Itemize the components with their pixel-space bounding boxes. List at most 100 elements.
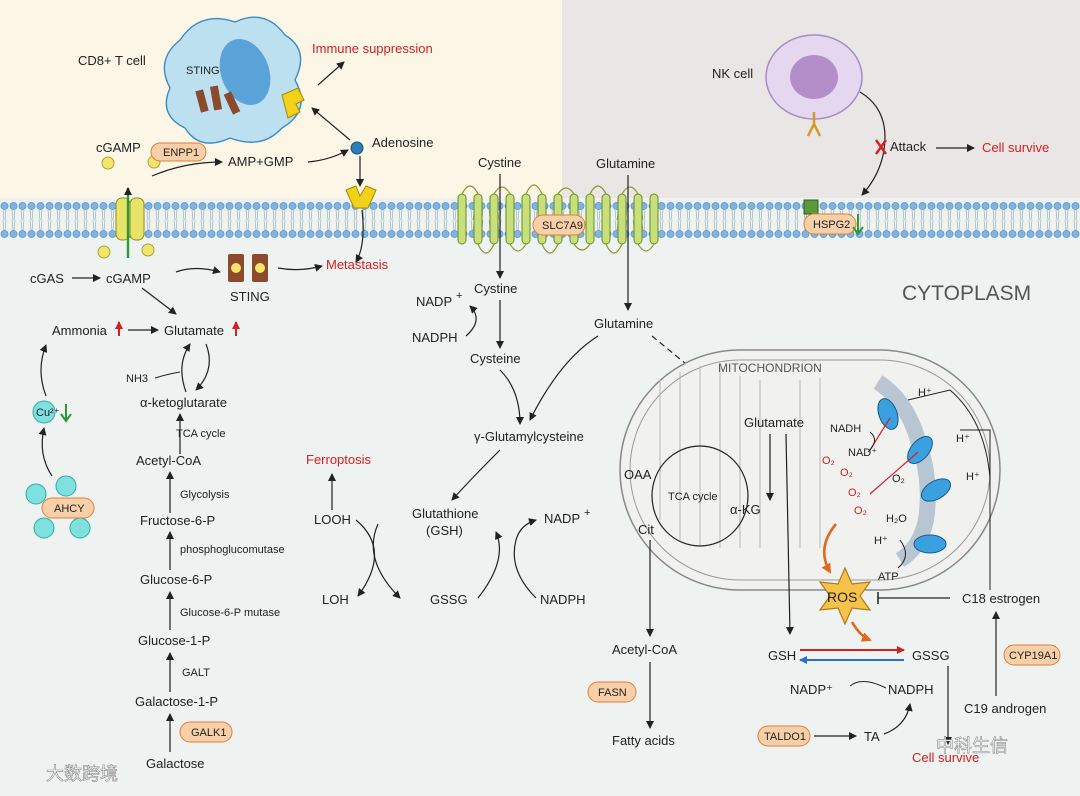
ahcy-enzyme xyxy=(41,497,95,519)
metastasis-label: Metastasis xyxy=(326,257,389,272)
amp-gmp-label: AMP+GMP xyxy=(228,154,293,169)
c19-label: C19 androgen xyxy=(964,701,1046,716)
h2o-label: H₂O xyxy=(886,513,907,525)
sting-dimer xyxy=(228,254,268,282)
cysteine-label: Cysteine xyxy=(470,351,521,366)
g6p-label: Glucose-6-P xyxy=(140,572,212,587)
gssg-label: GSSG xyxy=(430,592,468,607)
akg-label: α-ketoglutarate xyxy=(140,395,227,410)
galactose-label: Galactose xyxy=(146,756,205,771)
gsh-label-2: (GSH) xyxy=(426,523,463,538)
h-label-4: H⁺ xyxy=(874,535,888,547)
copper-label: Cu²⁺ xyxy=(36,407,60,419)
nadp-label: NADP xyxy=(416,294,452,309)
membrane-adenosine-receptor xyxy=(345,185,377,209)
mitochondrion-label: MITOCHONDRION xyxy=(718,361,822,375)
oaa-label: OAA xyxy=(624,467,652,482)
nk-label: NK cell xyxy=(712,66,753,81)
glutamate-label: Glutamate xyxy=(164,323,224,338)
cgamp-dot xyxy=(97,245,111,259)
o2-red-1: O₂ xyxy=(822,455,835,467)
cd8-label: CD8+ T cell xyxy=(78,53,146,68)
h-label-1: H⁺ xyxy=(918,387,932,399)
ta-label: TA xyxy=(864,729,880,744)
copper-ion xyxy=(33,517,55,539)
g1p-label: Glucose-1-P xyxy=(138,633,210,648)
slc7a9-enzyme xyxy=(532,214,586,236)
ferroptosis-label: Ferroptosis xyxy=(306,452,372,467)
complex-iii xyxy=(907,435,933,465)
hspg2-enzyme xyxy=(803,213,857,235)
sting-in-cell-label: STING xyxy=(186,65,220,77)
gglu-label: γ-Glutamylcysteine xyxy=(474,429,584,444)
atp-label: ATP xyxy=(878,571,899,583)
mito-acetyl-coa-label: Acetyl-CoA xyxy=(612,642,677,657)
copper-ion xyxy=(69,517,91,539)
nadh-label: NADH xyxy=(830,423,861,435)
attack-label: Attack xyxy=(890,139,927,154)
cgas-label: cGAS xyxy=(30,271,64,286)
gal1p-label: Galactose-1-P xyxy=(135,694,218,709)
f6p-label: Fructose-6-P xyxy=(140,513,215,528)
cgamp-dot xyxy=(141,243,155,257)
cgamp-inside-label: cGAMP xyxy=(106,271,151,286)
fasn-enzyme xyxy=(587,681,637,703)
g6p-mutase-label: Glucose-6-P mutase xyxy=(180,607,280,619)
gsh-mito-label: GSH xyxy=(768,648,796,663)
hspg2-marker xyxy=(803,199,819,215)
o2-red-3: O₂ xyxy=(848,487,861,499)
loh-label: LOH xyxy=(322,592,349,607)
mito-cell-survive-label: Cell survive xyxy=(912,750,979,765)
gssg-mito-label: GSSG xyxy=(912,648,950,663)
pgm-label: phosphoglucomutase xyxy=(180,544,285,556)
cyp19a1-enzyme xyxy=(1003,644,1061,666)
cgamp-dot xyxy=(101,156,115,170)
nadph-right-label: NADPH xyxy=(540,592,586,607)
glycolysis-label: Glycolysis xyxy=(180,489,230,501)
nk-cell xyxy=(765,34,863,137)
mito-tca-label: TCA cycle xyxy=(668,491,718,503)
enpp1-label: ENPP1 xyxy=(163,147,199,159)
glutamine-inside-label: Glutamine xyxy=(594,316,653,331)
complex-i xyxy=(877,398,899,430)
attack-block-x xyxy=(875,139,887,155)
slc7a9-transporter xyxy=(457,184,659,254)
akg-mito-label: α-KG xyxy=(730,502,761,517)
cit-label: Cit xyxy=(638,522,654,537)
nh3-label: NH3 xyxy=(126,373,148,385)
nadp-right-label: NADP xyxy=(544,511,580,526)
galk1-label: GALK1 xyxy=(191,727,226,739)
adenosine-molecule xyxy=(350,141,364,155)
copper-ion xyxy=(55,475,77,497)
acetyl-coa-label: Acetyl-CoA xyxy=(136,453,201,468)
cd8-t-cell xyxy=(163,16,302,144)
copper-ion xyxy=(32,400,56,424)
nadp-mito-label: NADP⁺ xyxy=(790,682,833,697)
cgamp-transporter xyxy=(115,197,145,241)
galt-label: GALT xyxy=(182,667,210,679)
copper-ion xyxy=(25,483,47,505)
glutamine-outside-label: Glutamine xyxy=(596,156,655,171)
adenosine-receptor xyxy=(281,87,305,119)
complex-iv xyxy=(920,478,952,502)
mitochondrion xyxy=(619,349,1001,591)
galk1-enzyme xyxy=(179,721,233,743)
looh-label: LOOH xyxy=(314,512,351,527)
o2-label-1: O₂ xyxy=(892,473,905,485)
ahcy-label: AHCY xyxy=(54,503,85,515)
taldo1-label: TALDO1 xyxy=(764,731,806,743)
cyp19a1-label: CYP19A1 xyxy=(1009,650,1057,662)
ros-label: ROS xyxy=(827,589,857,605)
hspg2-label: HSPG2 xyxy=(813,219,850,231)
cytoplasm-label: CYTOPLASM xyxy=(902,282,1031,305)
fatty-acids-label: Fatty acids xyxy=(612,733,675,748)
fasn-label: FASN xyxy=(598,687,627,699)
immune-suppression-label: Immune suppression xyxy=(312,41,433,56)
nadph-mito-label: NADPH xyxy=(888,682,934,697)
taldo1-enzyme xyxy=(757,725,811,747)
nadp-plus: + xyxy=(456,290,462,302)
ammonia-label: Ammonia xyxy=(52,323,108,338)
nadp-right-plus: + xyxy=(584,507,590,519)
